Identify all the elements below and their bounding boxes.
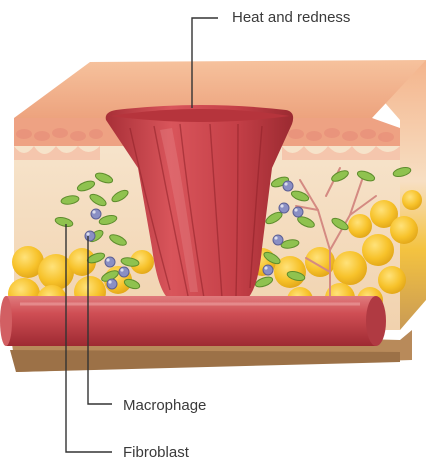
blood-vessel: [0, 296, 386, 346]
macrophage-label: Macrophage: [123, 397, 206, 414]
heat-and-redness-label: Heat and redness: [232, 9, 350, 26]
fibroblast-label: Fibroblast: [123, 444, 189, 461]
